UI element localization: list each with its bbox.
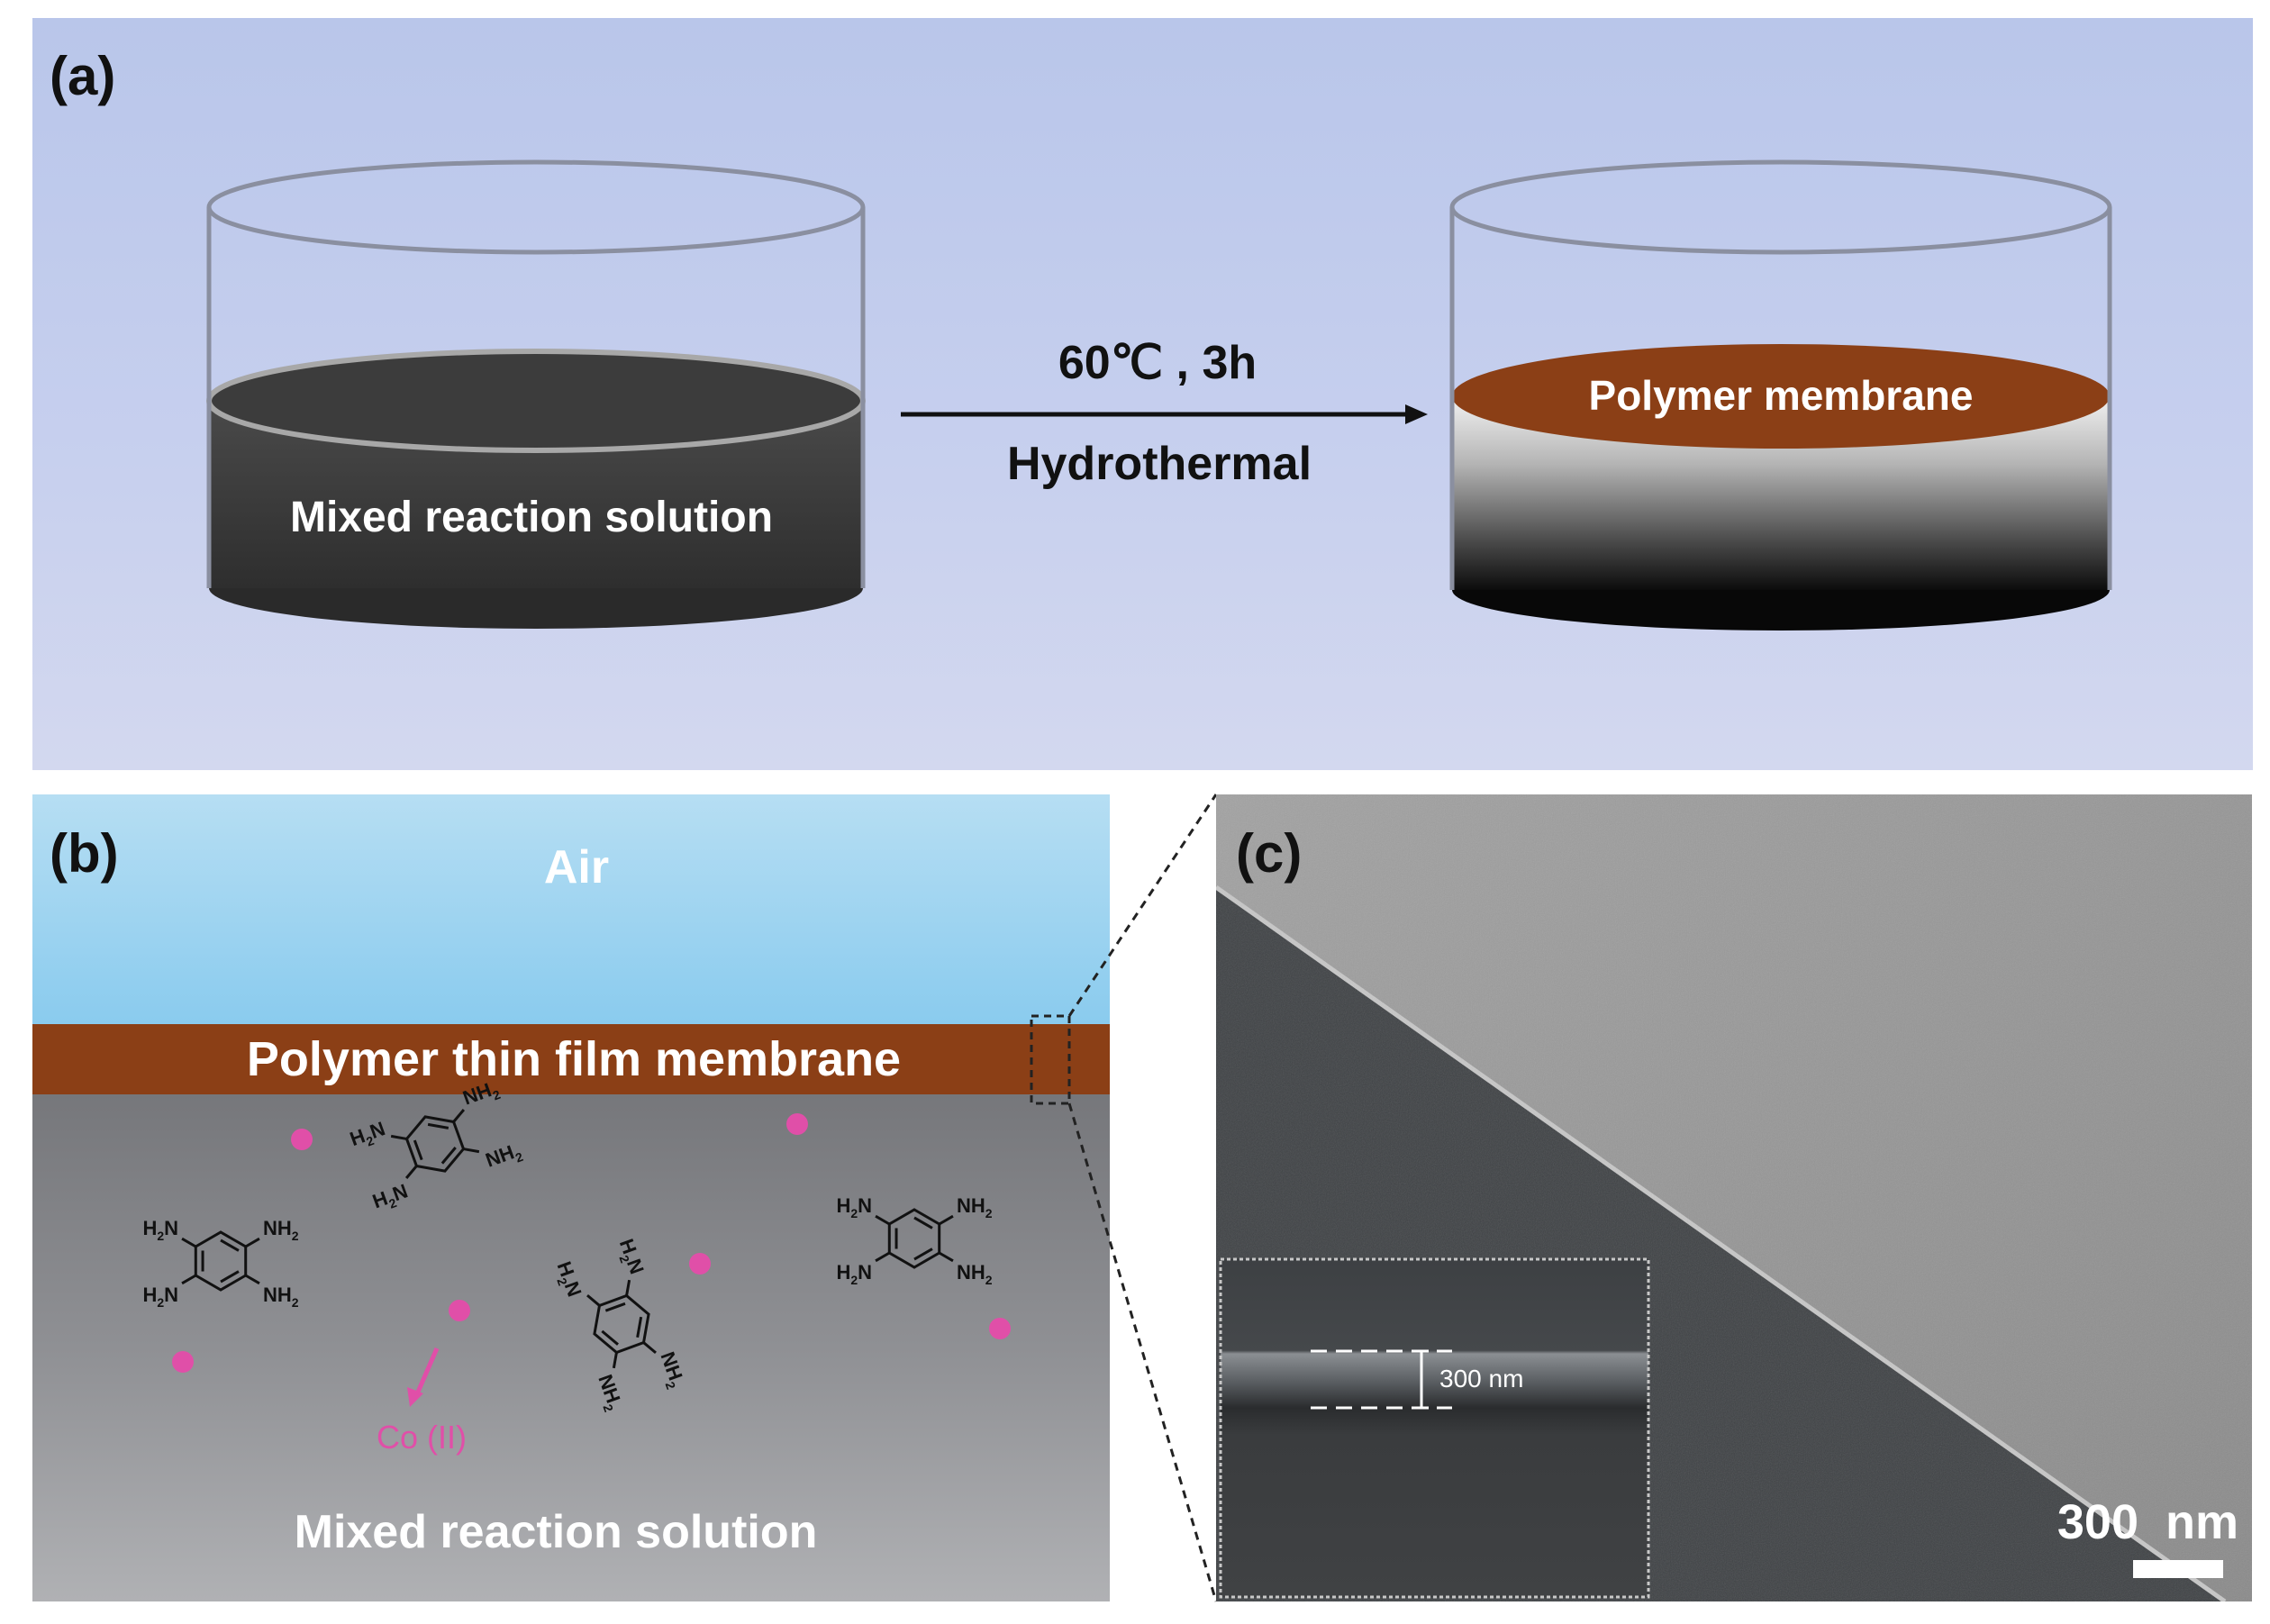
panel-c-label: (c): [1236, 823, 1302, 884]
amine-label: NH2: [263, 1217, 299, 1243]
co-ion: [449, 1300, 470, 1321]
panel-a-label: (a): [50, 46, 115, 106]
panel-c: [1216, 794, 2252, 1601]
amine-label: H2N: [142, 1284, 178, 1310]
zoom-connector-bottom: [1067, 1102, 1218, 1602]
substituent-bond: [938, 1214, 954, 1226]
co-ion: [172, 1351, 194, 1373]
substituent-bond: [463, 1148, 480, 1154]
double-bond: [604, 1302, 626, 1312]
amine-label: NH2: [263, 1284, 299, 1310]
substituent-bond: [612, 1352, 618, 1369]
substituent-bond: [404, 1165, 418, 1179]
panel-b-label: (b): [50, 823, 119, 884]
co-ion-label: Co (II): [377, 1419, 467, 1456]
amine-label: H2N: [836, 1194, 872, 1220]
co-ion-pointer-head: [407, 1387, 423, 1407]
arrow-head: [1405, 404, 1428, 424]
inset-image: [1219, 1257, 1650, 1599]
panel-b: (b) Air Polymer thin film membrane Mixed…: [32, 794, 1110, 1601]
co-ion: [786, 1113, 808, 1135]
substituent-bond: [875, 1214, 891, 1226]
substituent-bond: [642, 1341, 657, 1355]
solution-label: Mixed reaction solution: [295, 1506, 818, 1558]
scale-bar-label: 300 nm: [2057, 1495, 2238, 1549]
substituent-bond: [452, 1109, 466, 1123]
arrow-bottom-label: Hydrothermal: [1007, 438, 1312, 490]
scale-bar: [2133, 1560, 2223, 1578]
sem-inset: 300 nm: [1219, 1257, 1650, 1599]
air-region: [32, 794, 1110, 1024]
zoom-box: [1030, 1014, 1071, 1105]
double-bond: [413, 1139, 423, 1161]
inset-scale-label: 300 nm: [1439, 1365, 1523, 1393]
amine-label: H2N: [836, 1261, 872, 1287]
solution-region: [32, 1094, 1110, 1601]
substituent-bond: [244, 1237, 260, 1248]
amine-label: NH2: [957, 1194, 993, 1220]
substituent-bond: [938, 1251, 954, 1263]
substituent-bond: [586, 1293, 601, 1307]
substituent-bond: [181, 1237, 197, 1248]
substituent-bond: [625, 1279, 631, 1296]
polymer-film-band: [32, 1024, 1110, 1094]
right-dish-label: Polymer membrane: [1589, 372, 1974, 419]
membrane-label: Polymer thin film membrane: [247, 1032, 901, 1086]
reaction-arrow: 60℃ , 3h Hydrothermal: [901, 337, 1428, 490]
double-bond: [601, 1329, 619, 1346]
zoom-connector-top: [1067, 794, 1218, 1017]
left-dish-rim: [206, 159, 866, 255]
substituent-bond: [390, 1134, 407, 1140]
right-dish-rim: [1449, 159, 2112, 255]
arrow-top-label: 60℃ , 3h: [1058, 337, 1257, 389]
double-bond: [913, 1247, 933, 1261]
co-ion: [989, 1318, 1011, 1339]
right-dish-membrane: [1452, 344, 2110, 449]
air-label: Air: [544, 841, 609, 894]
double-bond: [220, 1270, 240, 1284]
double-bond: [220, 1238, 240, 1252]
co-ion: [689, 1253, 711, 1275]
left-dish: Mixed reaction solution: [206, 159, 866, 629]
right-dish: Polymer membrane: [1449, 159, 2112, 631]
left-dish-label: Mixed reaction solution: [290, 494, 773, 541]
panel-a: (a) Mixed reaction solution 60℃ , 3h Hyd…: [32, 18, 2253, 770]
co-ion-pointer: [413, 1347, 440, 1397]
double-bond: [913, 1216, 933, 1229]
co-ion: [291, 1129, 313, 1150]
double-bond: [440, 1147, 457, 1165]
double-bond: [427, 1122, 449, 1130]
left-dish-liquid-surface: [206, 349, 866, 453]
co-ions: [172, 1113, 1011, 1373]
amine-label: H2N: [142, 1217, 178, 1243]
substituent-bond: [875, 1251, 891, 1263]
amine-label: NH2: [957, 1261, 993, 1287]
substituent-bond: [181, 1274, 197, 1285]
double-bond: [636, 1316, 643, 1338]
substituent-bond: [244, 1274, 260, 1285]
